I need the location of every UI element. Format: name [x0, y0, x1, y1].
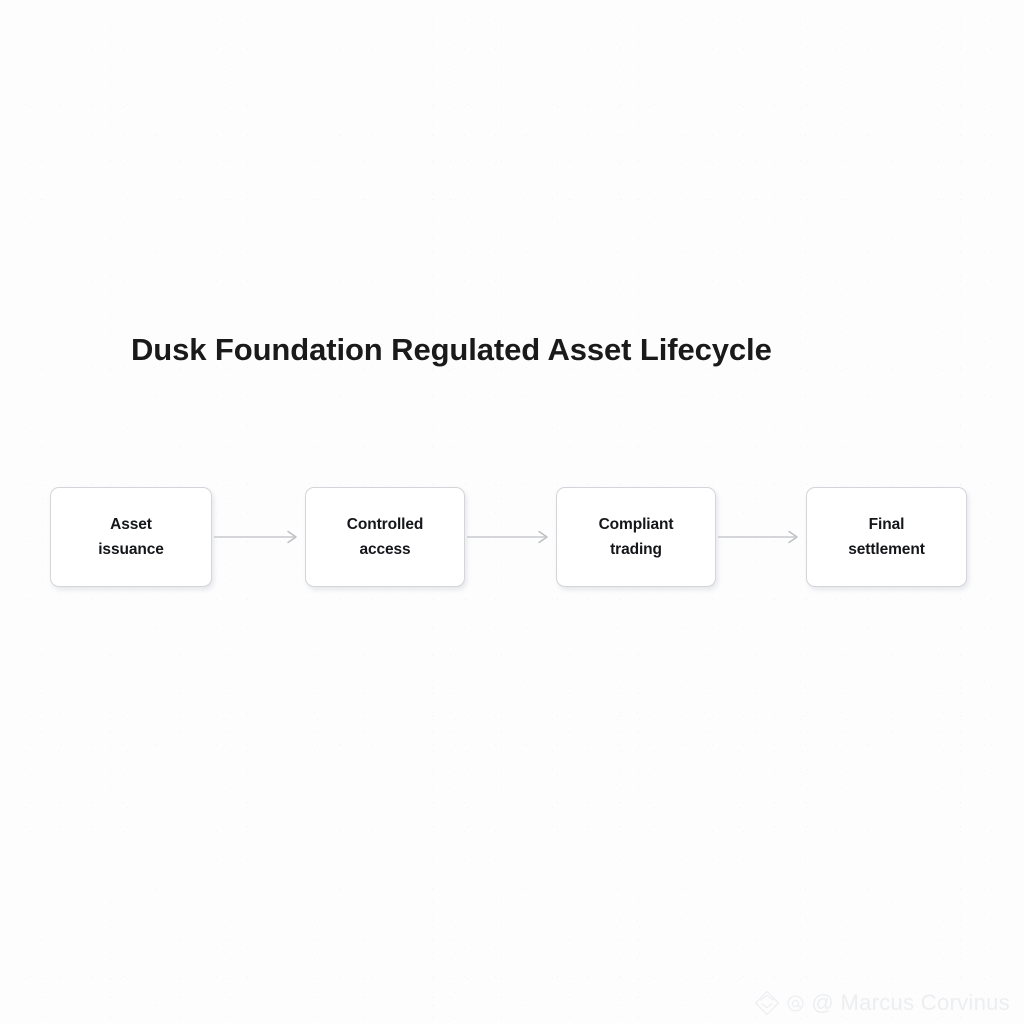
flow-node-compliant-trading[interactable]: Compliant trading: [556, 487, 716, 587]
watermark: @ Marcus Corvinus: [754, 990, 1010, 1016]
at-sign-icon: [787, 994, 804, 1012]
watermark-handle: @ Marcus Corvinus: [811, 990, 1010, 1015]
flow-node-label: Asset issuance: [98, 516, 164, 558]
flow-connector-2: [467, 530, 554, 544]
flow-node-label: Compliant trading: [598, 516, 674, 558]
diamond-chevron-logo-icon: [754, 990, 780, 1016]
flow-connector-3: [718, 530, 804, 544]
flow-connector-1: [214, 530, 303, 544]
flow-node-final-settlement[interactable]: Final settlement: [806, 487, 967, 587]
flow-node-asset-issuance[interactable]: Asset issuance: [50, 487, 212, 587]
page-title: Dusk Foundation Regulated Asset Lifecycl…: [131, 332, 772, 367]
flow-node-controlled-access[interactable]: Controlled access: [305, 487, 465, 587]
flow-node-label: Controlled access: [346, 516, 424, 558]
flow-node-label: Final settlement: [848, 516, 925, 558]
